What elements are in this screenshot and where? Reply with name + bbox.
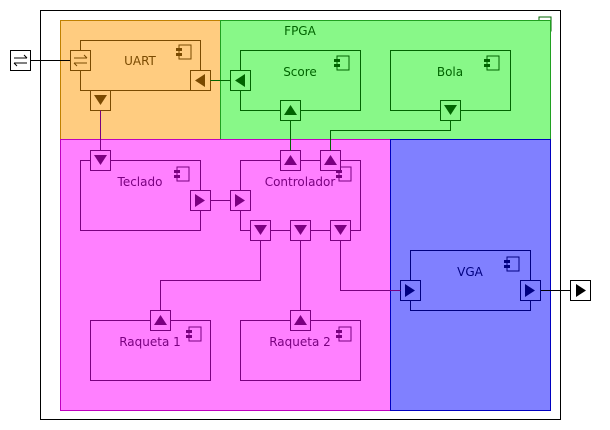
teclado-component[interactable] [80,150,211,231]
raqueta1-component[interactable] [90,310,211,381]
uart-component[interactable] [70,40,211,111]
vga-region [390,139,551,411]
fpga-label: FPGA [284,24,316,38]
teclado-label: Teclado [117,175,163,189]
fpga-region [220,20,551,140]
uart-bidirectional-port[interactable] [70,50,91,71]
external-output-port[interactable] [570,280,591,301]
raqueta1-label: Raqueta 1 [119,335,181,349]
wire-controlador-vga [340,240,401,291]
vga-component[interactable] [400,250,541,311]
raqueta2-component[interactable] [240,310,361,381]
connection-wires [100,80,451,311]
controlador-label: Controlador [265,175,336,189]
score-label: Score [283,65,317,79]
uart-label: UART [124,54,156,68]
wire-bola-controlador [330,120,451,151]
bola-label: Bola [437,65,463,79]
raqueta2-label: Raqueta 2 [269,335,331,349]
wire-controlador-raqueta1 [160,240,261,311]
control-region [60,139,391,411]
vga-label: VGA [457,265,484,279]
external-bidirectional-port[interactable] [10,50,31,71]
